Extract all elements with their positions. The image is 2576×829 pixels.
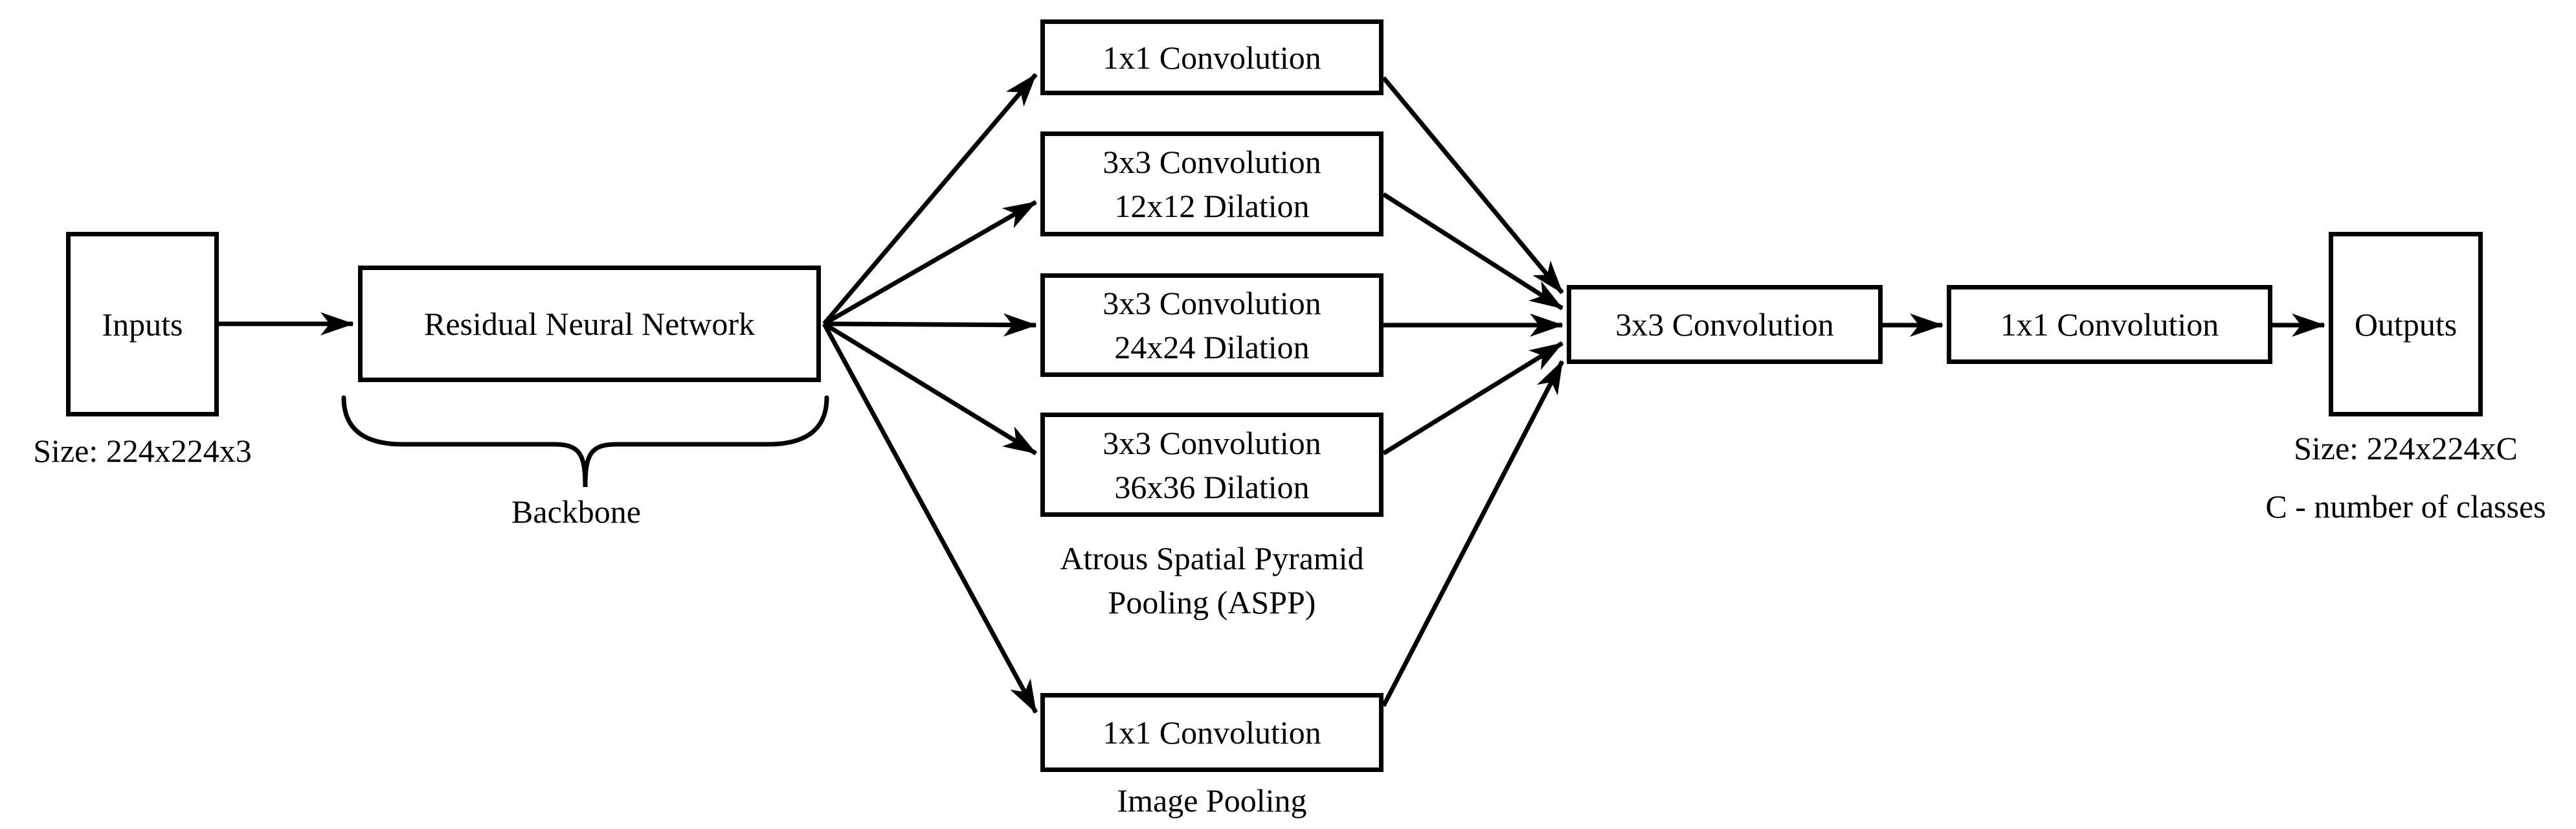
aspp-1x1-convolution-node: 1x1 Convolution [1040, 19, 1383, 95]
final-1x1-convolution-node: 1x1 Convolution [1947, 285, 2272, 364]
arrow-backbone-to-aspp-conv1 [822, 73, 1038, 326]
image-pooling-convolution-node: 1x1 Convolution [1040, 693, 1383, 772]
aspp-caption-line2: Pooling (ASPP) [1108, 584, 1316, 620]
aspp-caption-line1: Atrous Spatial Pyramid [1060, 540, 1364, 576]
classes-note-caption: C - number of classes [2265, 488, 2546, 525]
image-pooling-convolution-label: 1x1 Convolution [1103, 714, 1321, 751]
inputs-label: Inputs [102, 306, 183, 343]
image-pooling-caption: Image Pooling [1117, 782, 1307, 819]
input-size-caption: Size: 224x224x3 [33, 433, 252, 469]
aspp-3x3-dilation-36-line1: 3x3 Convolution [1103, 424, 1321, 461]
outputs-label: Outputs [2354, 306, 2458, 343]
aspp-3x3-dilation-24-line2: 24x24 Dilation [1114, 329, 1310, 365]
merge-3x3-convolution-node: 3x3 Convolution [1567, 285, 1883, 364]
aspp-caption: Atrous Spatial Pyramid Pooling (ASPP) [998, 536, 1426, 624]
aspp-3x3-dilation-12-line2: 12x12 Dilation [1114, 188, 1310, 224]
arrow-backbone-to-image-pooling [822, 323, 1038, 714]
aspp-3x3-dilation-24-line1: 3x3 Convolution [1103, 285, 1321, 321]
arrow-backbone-to-aspp-conv2 [823, 199, 1037, 326]
output-size-caption: Size: 224x224xC [2294, 430, 2518, 466]
residual-neural-network-node: Residual Neural Network [358, 266, 821, 382]
arrow-aspp-conv4-to-merge [1382, 341, 1563, 455]
aspp-3x3-dilation-36-line2: 36x36 Dilation [1114, 468, 1310, 505]
final-1x1-convolution-label: 1x1 Convolution [2000, 306, 2219, 343]
inputs-node: Inputs [66, 232, 219, 416]
aspp-3x3-dilation-12-node: 3x3 Convolution 12x12 Dilation [1040, 131, 1383, 236]
merge-3x3-convolution-label: 3x3 Convolution [1615, 306, 1834, 343]
residual-neural-network-label: Residual Neural Network [424, 306, 755, 342]
aspp-3x3-dilation-12-line1: 3x3 Convolution [1103, 144, 1321, 180]
arrow-backbone-to-aspp-conv3 [823, 313, 1037, 337]
outputs-node: Outputs [2329, 232, 2483, 416]
backbone-caption: Backbone [511, 494, 641, 530]
arrow-aspp-conv2-to-merge [1382, 192, 1563, 310]
arrow-image-pooling-to-merge [1381, 360, 1565, 707]
aspp-3x3-dilation-24-node: 3x3 Convolution 24x24 Dilation [1040, 273, 1383, 377]
aspp-3x3-dilation-36-node: 3x3 Convolution 36x36 Dilation [1040, 413, 1383, 517]
arrow-aspp-conv1-to-merge [1382, 76, 1564, 295]
backbone-brace [341, 395, 829, 488]
aspp-1x1-convolution-label: 1x1 Convolution [1103, 39, 1321, 76]
arrow-backbone-to-aspp-conv4 [823, 322, 1037, 455]
